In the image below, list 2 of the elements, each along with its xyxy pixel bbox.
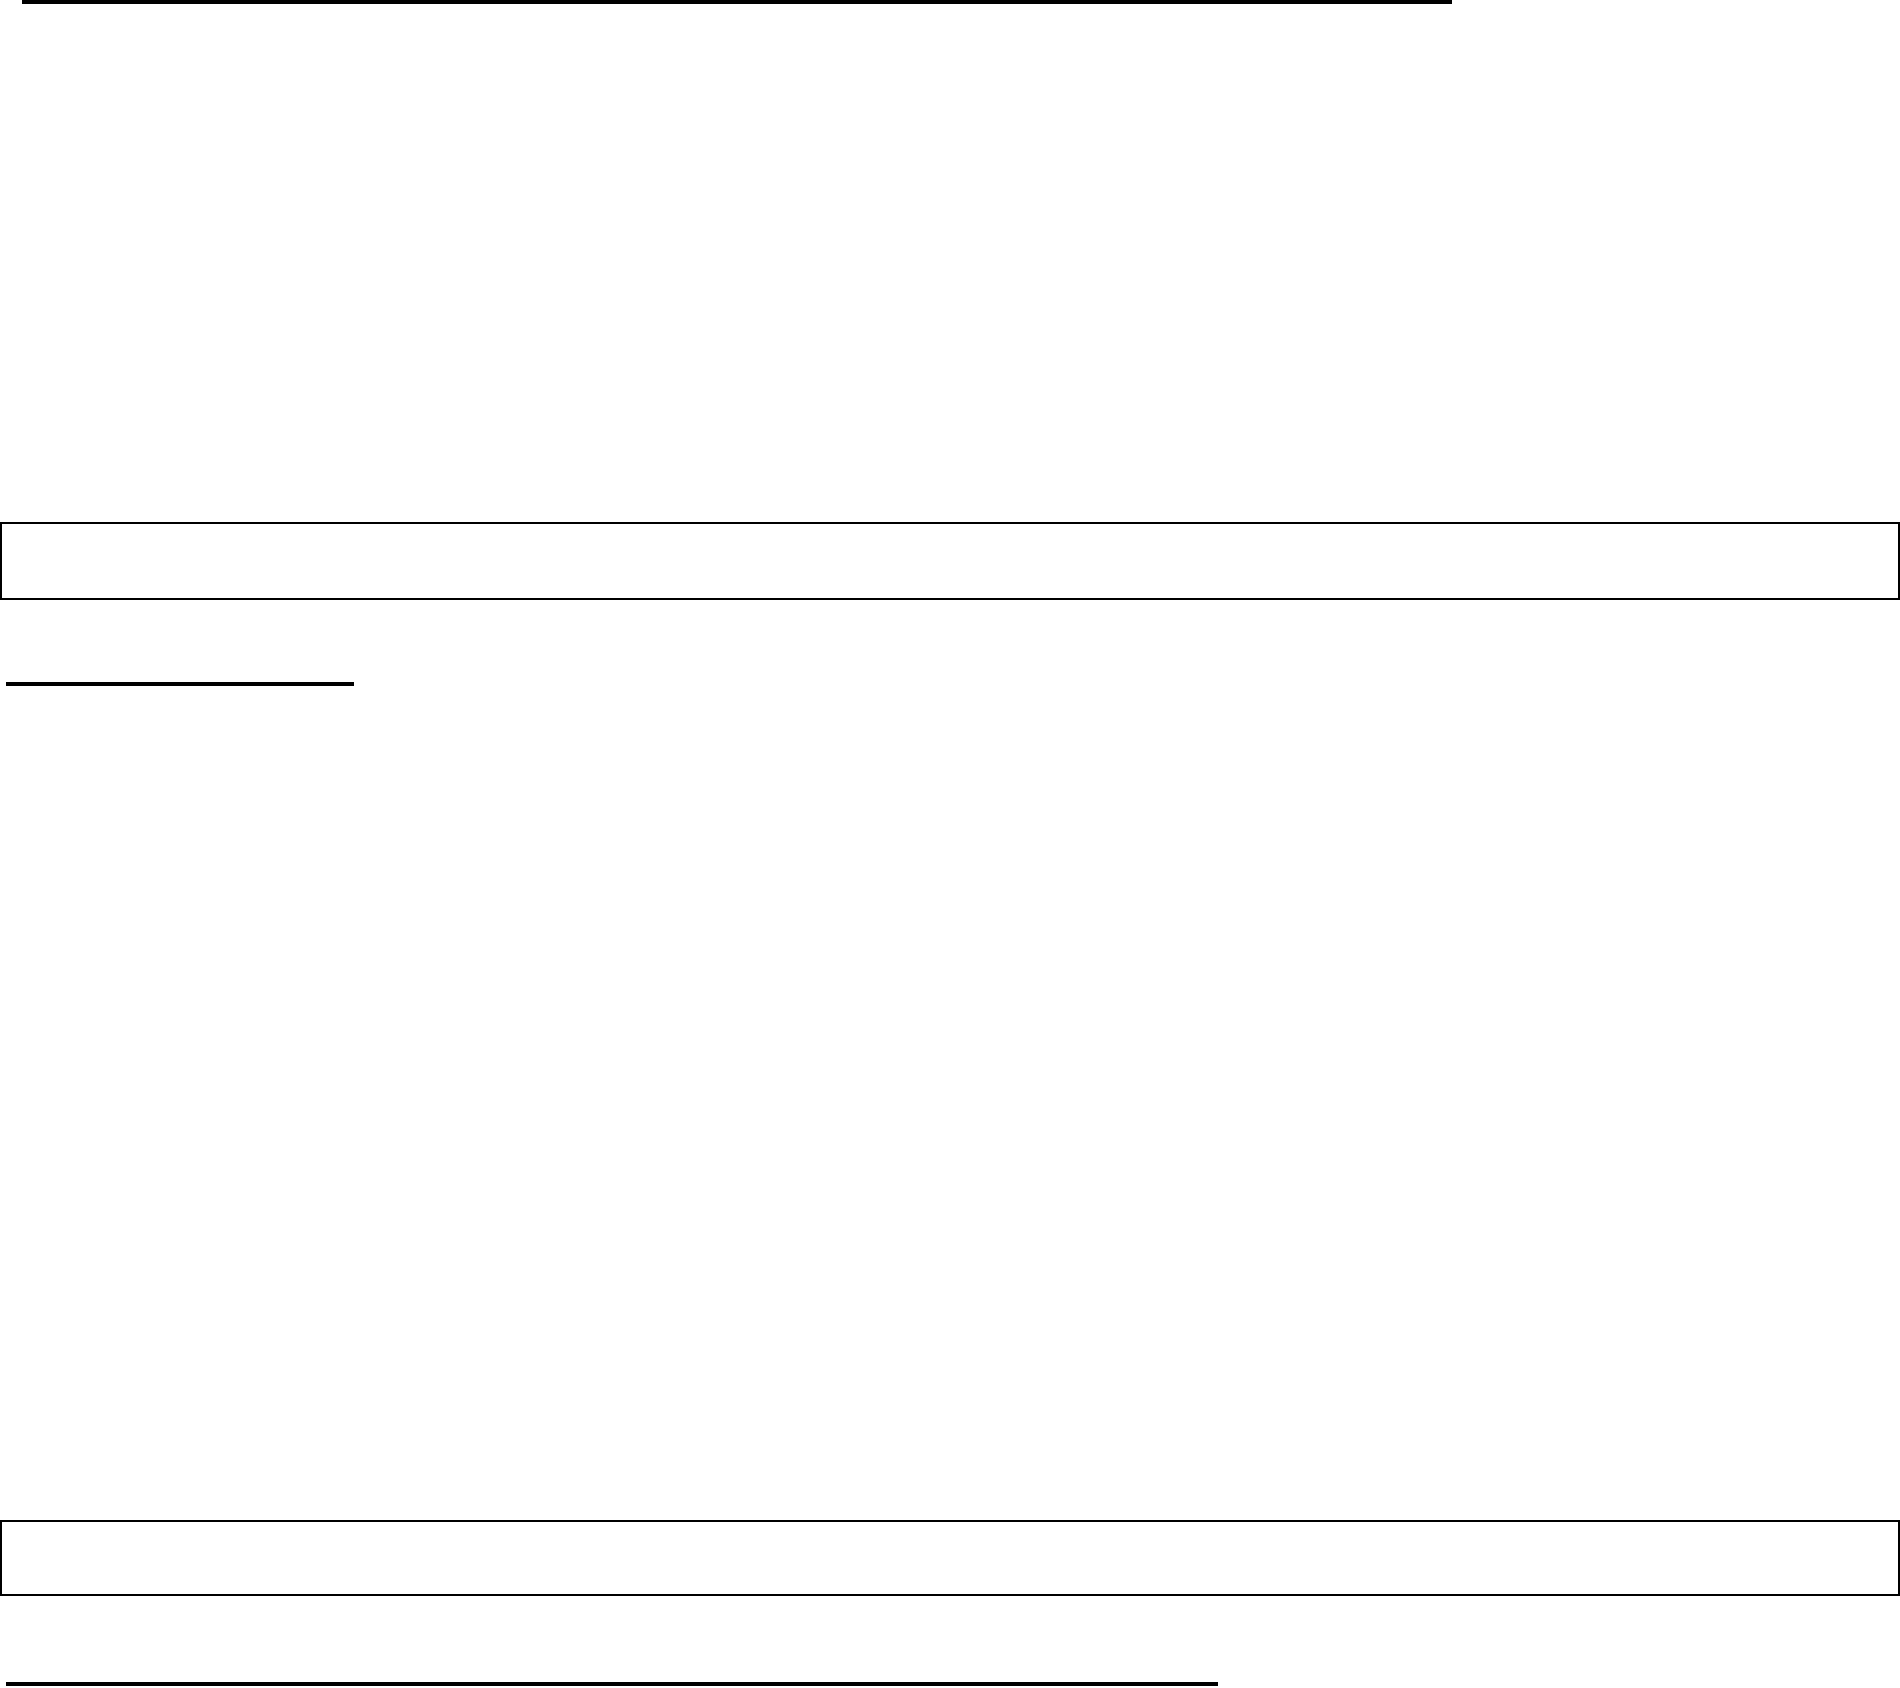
- empty-box: [0, 522, 1900, 600]
- empty-box: [0, 1520, 1900, 1596]
